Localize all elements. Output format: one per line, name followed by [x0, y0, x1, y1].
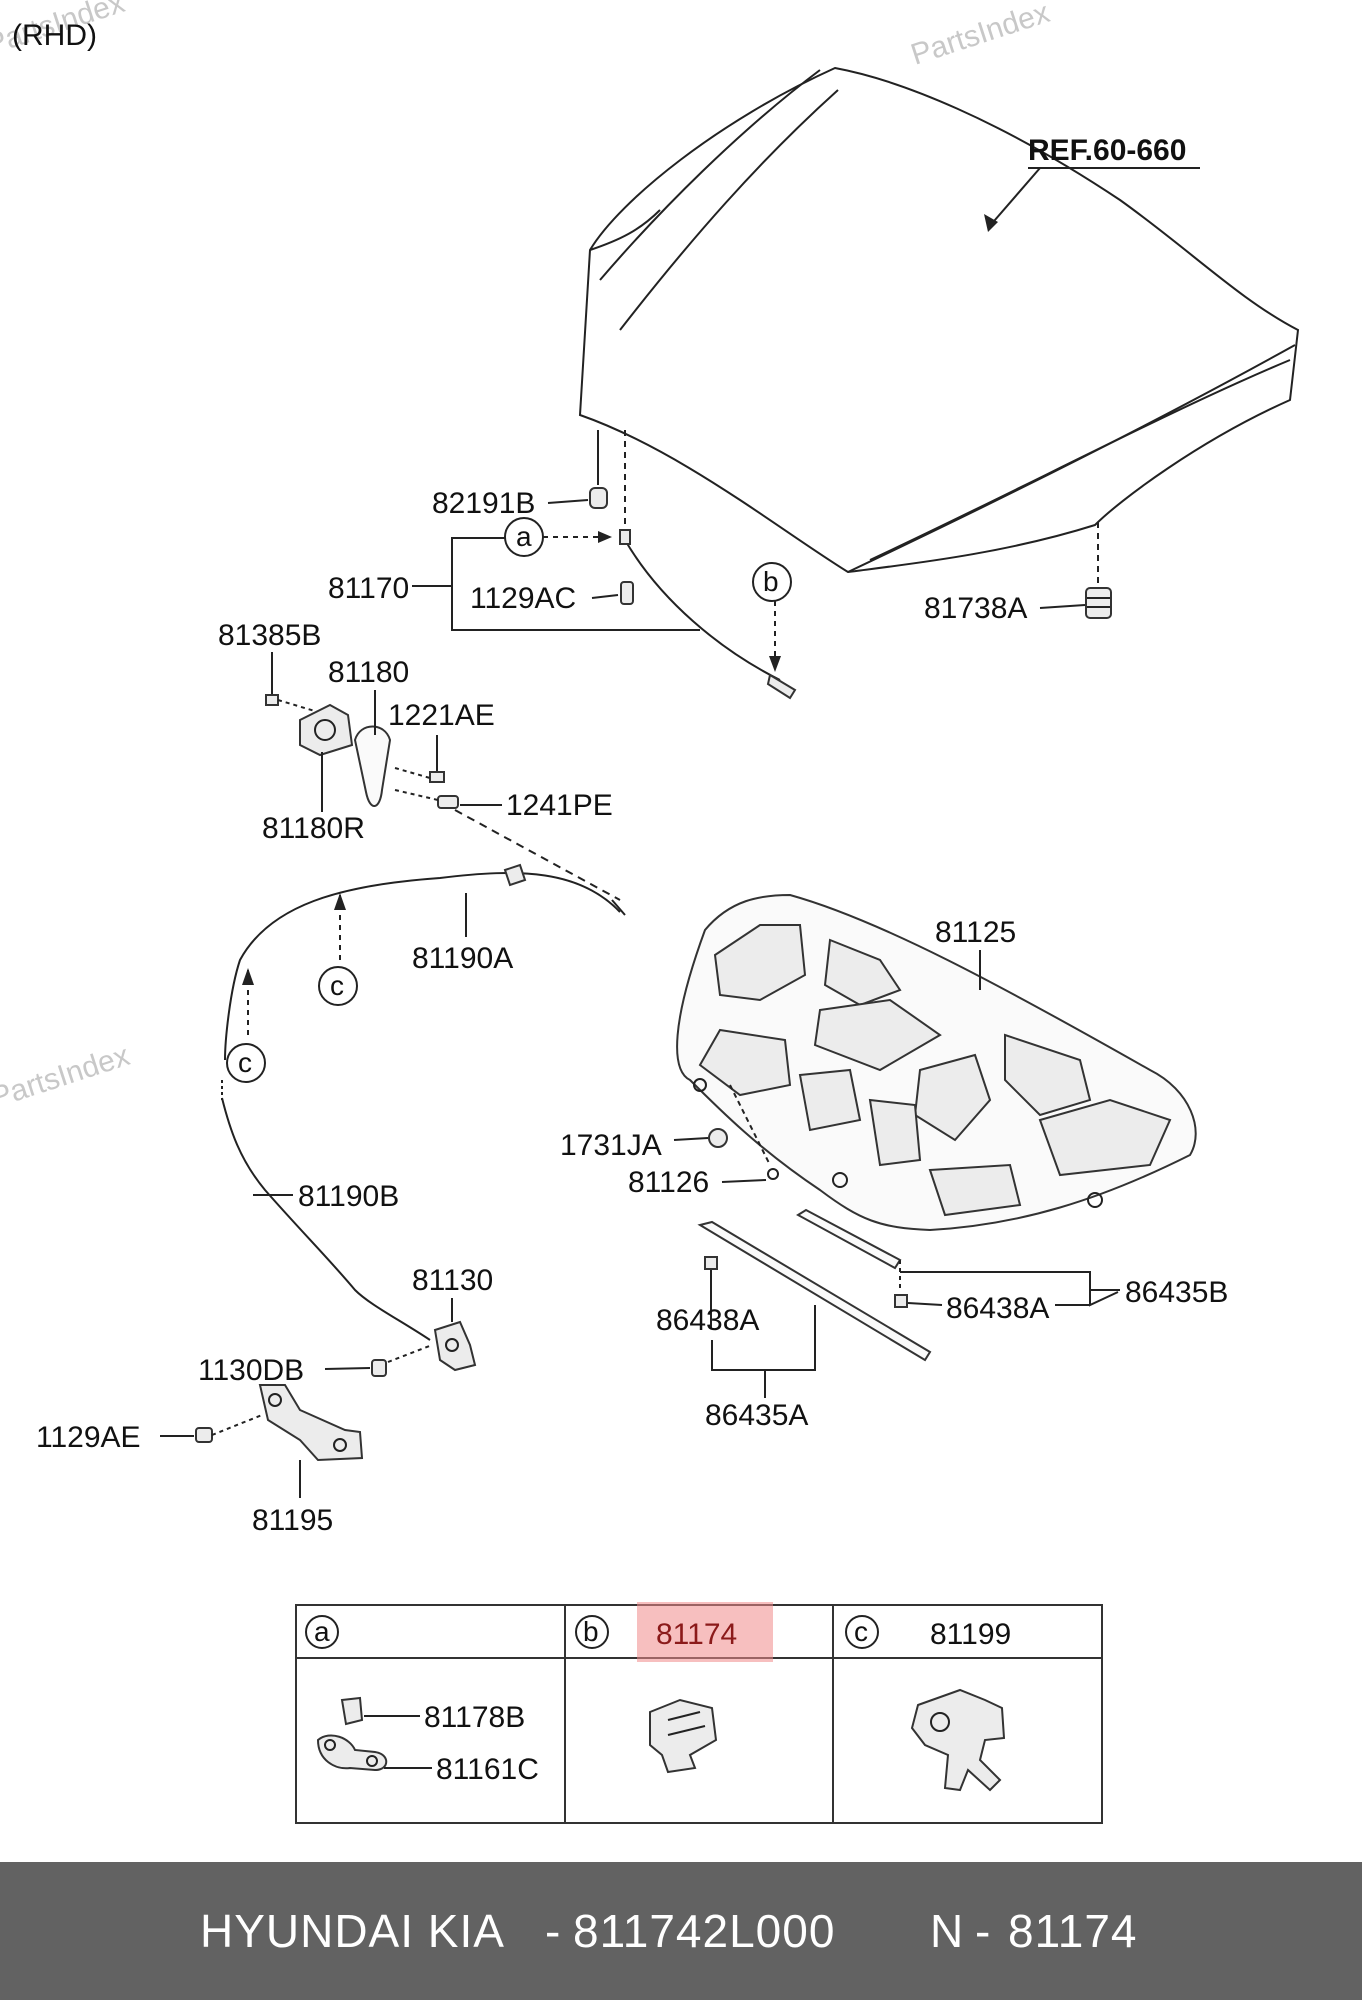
legend-circle-b [575, 1615, 609, 1649]
callout-81190B: 81190B [298, 1180, 399, 1213]
callout-86435A: 86435A [705, 1399, 808, 1432]
hood-bumper [589, 487, 608, 509]
footer-separator: - [975, 1905, 992, 1957]
legend-table: a b 81174 c 81199 81178B 81161C [295, 1602, 1103, 1824]
callout-81738A: 81738A [924, 592, 1027, 625]
footer-bar: HYUNDAI KIA - 811742L000 N - 81174 [0, 1862, 1362, 2000]
footer-brand: HYUNDAI KIA [200, 1905, 505, 1957]
callout-86435B: 86435B [1125, 1276, 1228, 1309]
circle-a-letter: a [516, 521, 532, 552]
bolt-1129AE [195, 1427, 213, 1443]
weatherstrip-86435A [697, 1220, 932, 1362]
highlight-81174 [637, 1602, 773, 1662]
callout-1129AE: 1129AE [36, 1421, 141, 1454]
callout-86438A-left: 86438A [656, 1304, 759, 1337]
callout-81195: 81195 [252, 1504, 333, 1537]
callout-81170: 81170 [328, 572, 409, 605]
circle-b-letter: b [763, 566, 779, 597]
legend-header-b: 81174 [656, 1618, 737, 1651]
bolt-1129AC [620, 581, 634, 605]
circle-b [752, 562, 792, 602]
callout-81190A: 81190A [412, 942, 513, 975]
legend-circle-a [305, 1615, 339, 1649]
stay-rod-clip-81174 [649, 1698, 718, 1774]
stay-rod-clip [619, 529, 631, 545]
stay-rod-end [766, 673, 797, 700]
cable-81190B [221, 1097, 431, 1341]
footer-part-number: 811742L000 [573, 1905, 836, 1957]
pin-1241PE [437, 795, 459, 809]
release-handle [353, 725, 392, 807]
callout-86438A-right: 86438A [946, 1292, 1049, 1325]
clip-86438A [894, 1294, 908, 1308]
release-handle-bracket [299, 703, 354, 757]
watermark: PartsIndex [907, 0, 1054, 72]
circle-c-letter: c [330, 970, 344, 1001]
hood-insulator-pad [676, 893, 1197, 1232]
legend-circle-c [845, 1615, 879, 1649]
callout-82191B: 82191B [432, 487, 535, 520]
footer-n-label: N [930, 1905, 965, 1957]
watermark: PartsIndex [0, 1039, 134, 1115]
clip-81178B [340, 1696, 364, 1726]
callout-81180R: 81180R [262, 812, 365, 845]
circle-c [226, 1043, 266, 1083]
clip-1731JA [708, 1128, 728, 1148]
variant-label: (RHD) [12, 19, 97, 52]
screw-1221AE [429, 771, 445, 783]
callout-81126: 81126 [628, 1166, 709, 1199]
hood-bumper-rear [1085, 587, 1112, 619]
callout-81130: 81130 [412, 1264, 493, 1297]
callout-1731JA: 1731JA [560, 1129, 662, 1162]
cable-81190A [224, 872, 621, 1061]
screw-81385B [265, 694, 279, 706]
legend-header-c: 81199 [930, 1618, 1011, 1651]
legend-letter-c: c [854, 1616, 868, 1647]
hood-striker [258, 1384, 364, 1462]
cable-clip-81199 [910, 1688, 1006, 1792]
callout-1221AE: 1221AE [388, 699, 495, 732]
callout-81180: 81180 [328, 656, 409, 689]
callout-1241PE: 1241PE [506, 789, 613, 822]
hood-panel [578, 66, 1300, 574]
circle-c [318, 966, 358, 1006]
legend-item-81178B: 81178B [424, 1701, 525, 1734]
callout-81125: 81125 [935, 916, 1016, 949]
bolt-1130DB [371, 1359, 387, 1377]
legend-item-81161C: 81161C [436, 1753, 539, 1786]
ref-label: REF.60-660 [1028, 134, 1186, 167]
legend-letter-a: a [314, 1616, 330, 1647]
hood-latch [433, 1320, 477, 1372]
circle-c-letter: c [238, 1047, 252, 1078]
clip-86438A [704, 1256, 718, 1270]
legend-letter-b: b [583, 1616, 599, 1647]
clip-81126 [767, 1168, 779, 1180]
footer-n-value: 81174 [1008, 1905, 1138, 1957]
callout-1130DB: 1130DB [198, 1354, 304, 1387]
callout-81385B: 81385B [218, 619, 321, 652]
callout-1129AC: 1129AC [470, 582, 576, 615]
footer-separator: - [545, 1905, 562, 1957]
